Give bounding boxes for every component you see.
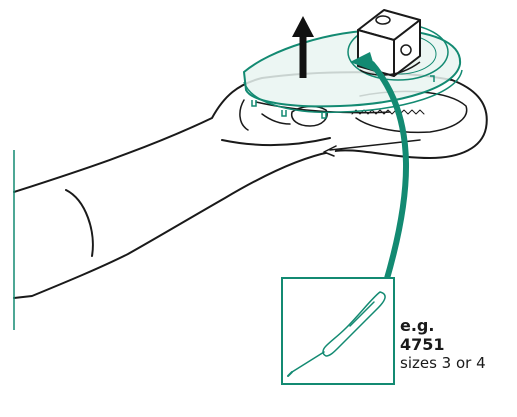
- tool-part-number: 4751: [400, 335, 445, 354]
- tool-label: e.g. 4751 sizes 3 or 4: [400, 316, 486, 373]
- cover-plate-edge: [243, 69, 463, 114]
- curved-arrow-head: [350, 52, 376, 72]
- handle-grip-ridge: [65, 189, 94, 257]
- detent-ball: [400, 44, 412, 56]
- spring-detail: [261, 113, 291, 125]
- screwdriver-shaft: [291, 351, 325, 373]
- square-drive-hole: [375, 15, 391, 25]
- screwdriver-icon: [287, 291, 386, 377]
- ratchet-handle: [13, 71, 488, 299]
- up-arrow-icon: [292, 16, 314, 78]
- up-arrow-shaft: [299, 34, 307, 78]
- head-shell-edge: [221, 137, 331, 147]
- head-inner-rim: [255, 101, 391, 114]
- screwdriver-tip: [287, 371, 293, 377]
- curved-arrow-path: [369, 61, 409, 285]
- tool-callout: [281, 277, 395, 385]
- handle-body: [13, 71, 488, 299]
- curved-arrow-icon: [350, 52, 409, 285]
- square-drive: [357, 9, 421, 77]
- up-arrow-head: [292, 16, 314, 37]
- drive-base: [359, 61, 421, 76]
- tool-label-prefix: e.g.: [400, 316, 435, 335]
- screwdriver-grip-line: [349, 301, 375, 327]
- head-shell-inner: [239, 99, 249, 131]
- tool-sizes: sizes 3 or 4: [400, 354, 486, 372]
- cover-clips: [251, 75, 435, 119]
- screwdriver-handle: [322, 291, 386, 357]
